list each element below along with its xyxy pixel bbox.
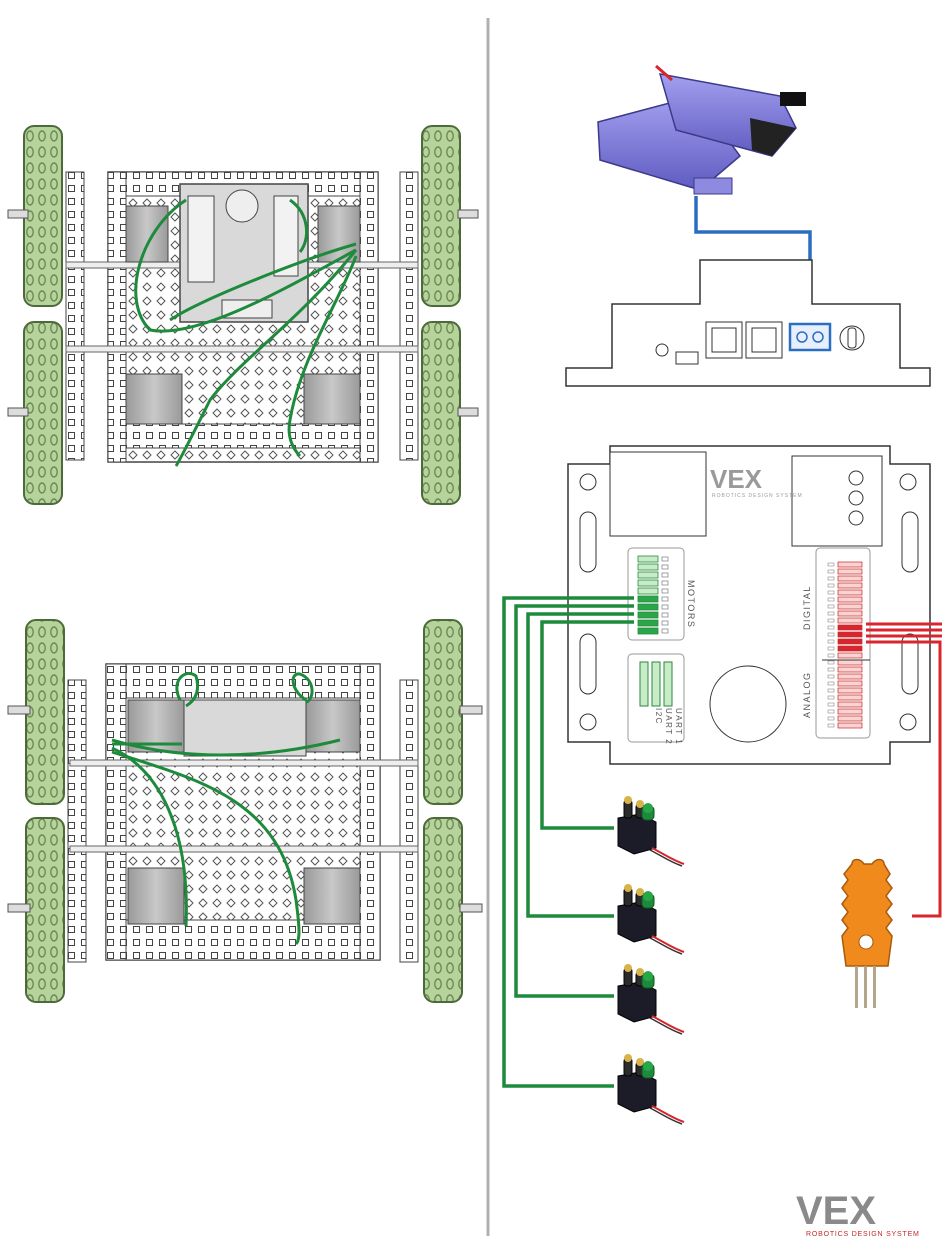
battery-port	[790, 324, 830, 350]
analog-port	[838, 688, 862, 693]
digital-port	[838, 604, 862, 609]
digital-port	[838, 632, 862, 637]
digital-port	[838, 653, 862, 658]
motor-port	[638, 572, 658, 578]
motor-controller-icon	[618, 796, 684, 866]
digital-port	[838, 583, 862, 588]
analog-port	[838, 716, 862, 721]
controller-tagline: ROBOTICS DESIGN SYSTEM	[712, 493, 803, 499]
power-expander	[566, 260, 930, 386]
wheel-rear-left	[24, 322, 62, 504]
analog-port	[838, 660, 862, 665]
battery-pack-icon	[598, 66, 806, 194]
drive-motor	[306, 700, 360, 752]
digital-port	[838, 646, 862, 651]
chassis-microcontroller	[180, 184, 308, 322]
motors-label: MOTORS	[686, 580, 696, 628]
analog-port	[838, 709, 862, 714]
controller-logo: VEX	[710, 464, 763, 494]
motor-port	[638, 620, 658, 626]
power-port	[706, 322, 742, 358]
analog-port	[838, 702, 862, 707]
chassis-top-view	[8, 126, 478, 504]
motor-port	[638, 580, 658, 586]
uart2-label: UART 2	[664, 708, 673, 745]
digital-port	[838, 625, 862, 630]
analog-port	[838, 674, 862, 679]
motor-port	[638, 612, 658, 618]
i2c-label: I2C	[654, 708, 663, 725]
drive-motor	[126, 206, 168, 262]
analog-port	[838, 681, 862, 686]
digital-port	[838, 562, 862, 567]
motor-port	[638, 556, 658, 562]
footer-logo-tagline: ROBOTICS DESIGN SYSTEM	[806, 1231, 920, 1238]
motor-port	[638, 564, 658, 570]
analog-label: ANALOG	[802, 671, 812, 718]
wheel-rear-right	[424, 818, 462, 1002]
wheel-front-right	[424, 620, 462, 804]
digital-port	[838, 611, 862, 616]
chassis-bottom-view	[8, 620, 482, 1002]
wheel-rear-left	[26, 818, 64, 1002]
uart1-label: UART 1	[674, 708, 683, 745]
motor-port	[638, 596, 658, 602]
drive-motor	[126, 374, 182, 424]
wheel-front-right	[422, 126, 460, 306]
speaker-grille	[710, 666, 786, 742]
digital-port	[838, 569, 862, 574]
digital-port	[838, 590, 862, 595]
motor-controller-icon	[618, 1054, 684, 1124]
drive-motor	[128, 868, 184, 924]
analog-port	[838, 695, 862, 700]
digital-label: DIGITAL	[802, 585, 812, 630]
motor-port	[638, 628, 658, 634]
footer-logo-text: VEX	[796, 1189, 876, 1233]
vex-logo: VEX ROBOTICS DESIGN SYSTEM	[796, 1189, 920, 1238]
power-port	[746, 322, 782, 358]
digital-port	[838, 597, 862, 602]
digital-port	[838, 576, 862, 581]
limit-sensor-icon	[842, 860, 892, 1009]
analog-port	[838, 667, 862, 672]
analog-port	[838, 723, 862, 728]
digital-port	[838, 639, 862, 644]
motor-port	[638, 604, 658, 610]
digital-port	[838, 618, 862, 623]
wheel-rear-right	[422, 322, 460, 504]
motor-controller-icon	[618, 964, 684, 1034]
wheel-front-left	[24, 126, 62, 306]
power-switch	[840, 326, 864, 350]
motor-port	[638, 588, 658, 594]
drive-motor	[304, 374, 360, 424]
wheel-front-left	[26, 620, 64, 804]
motor-controller-icon	[618, 884, 684, 954]
drive-motor	[304, 868, 360, 924]
